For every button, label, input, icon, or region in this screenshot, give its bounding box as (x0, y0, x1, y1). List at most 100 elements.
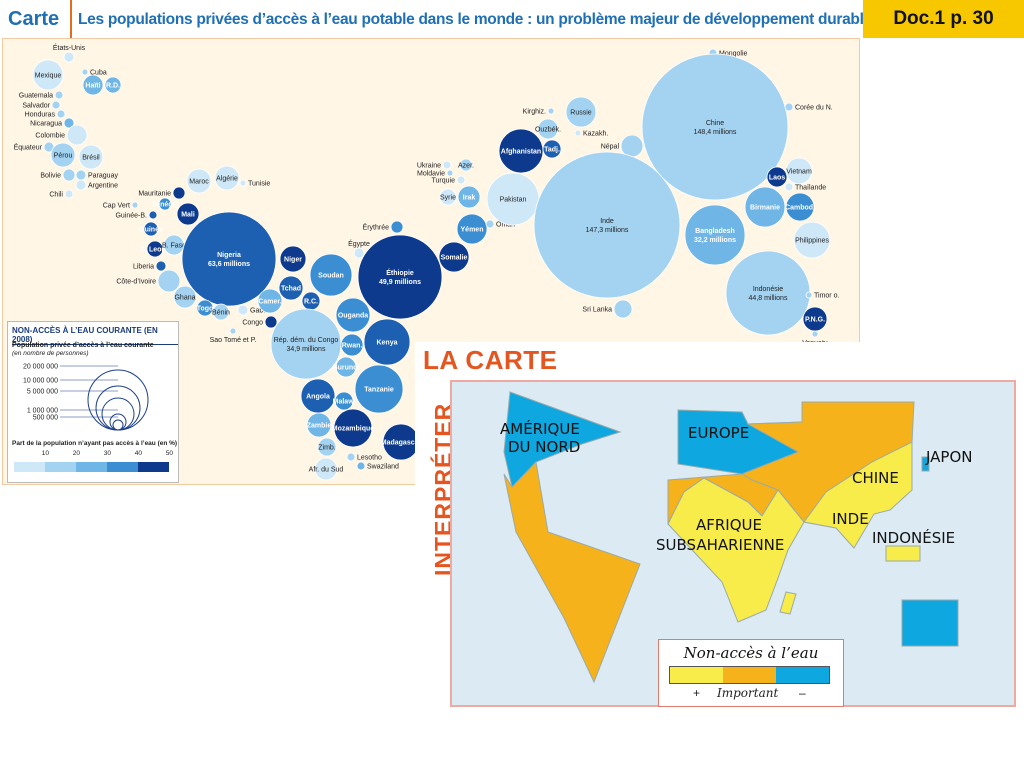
bubble-n-pal-label: Népal (601, 144, 620, 151)
label-amerique: AMÉRIQUE (500, 419, 580, 438)
bubble-irak-label: Irak (463, 195, 476, 202)
bubble-togo (196, 299, 214, 317)
bubble-sao-tom-et-p- (229, 327, 237, 335)
bubble-birmanie (744, 186, 786, 228)
bubble-cap-vert (131, 201, 139, 209)
bubble-sri-lanka (613, 299, 633, 319)
bubble-argentine (75, 179, 87, 191)
bubble-paraguay-label: Paraguay (88, 173, 118, 180)
bubble--tats-unis (63, 51, 75, 63)
bubble-russie (565, 96, 597, 128)
bubble-kenya (363, 318, 411, 366)
bubble-irak (457, 185, 481, 209)
china-region (803, 441, 913, 549)
legend-circle-value-2: 5 000 000 (27, 389, 58, 396)
bubble-camer- (257, 288, 283, 314)
bubble-c-te-d-ivoire (157, 269, 181, 293)
bubble-kazakh--label: Kazakh. (583, 131, 608, 138)
bubble-rwan- (340, 333, 364, 357)
bubble-cap-vert-label: Cap Vert (103, 203, 130, 210)
bubble-ouganda (335, 297, 371, 333)
bubble-camer--label: Camer. (258, 299, 281, 306)
legend-percent-cell-1: 20 (45, 450, 80, 472)
bubble-indon-sie-population: 44,8 millions (749, 295, 788, 302)
label-inde: INDE (832, 510, 869, 528)
bubble-soudan (309, 253, 353, 297)
legend-swatch-blue (776, 667, 829, 683)
document-reference-badge: Doc.1 p. 30 (863, 0, 1024, 38)
bubble-moldavie (446, 169, 454, 177)
bubble-kirghiz--label: Kirghiz. (523, 109, 546, 116)
bubble-maroc (186, 168, 212, 194)
bubble-congo (264, 315, 278, 329)
bubble-s-leone-label: S. Leone (140, 247, 169, 254)
bubble--gypte (353, 247, 365, 259)
bubble-ghana (173, 285, 197, 309)
bubble-cuba-label: Cuba (90, 70, 107, 77)
bubble-ghana-label: Ghana (174, 295, 195, 302)
bubble-birmanie-label: Birmanie (750, 205, 780, 212)
bubble-ouzb-k- (537, 118, 559, 140)
bubble-sao-tom-et-p--label: Sao Tomé et P. (210, 337, 257, 344)
bubble-salvador (51, 100, 61, 110)
bubble-kenya-label: Kenya (376, 340, 397, 347)
bubble-inde-population: 147,3 millions (586, 227, 629, 234)
bubble-zambie (306, 412, 332, 438)
bubble-mauritanie (172, 186, 186, 200)
bubble-zimb- (317, 437, 337, 457)
bubble-swaziland (356, 461, 366, 471)
legend-percent-swatch-4 (138, 462, 169, 472)
bubble-mauritanie-label: Mauritanie (138, 191, 171, 198)
bubble-bangladesh (684, 204, 746, 266)
bubble-niger-label: Niger (284, 257, 302, 264)
bubble-cor-e-du-n--label: Corée du N. (795, 105, 833, 112)
bubble-soudan-label: Soudan (318, 273, 344, 280)
legend-size-unit: (en nombre de personnes) (12, 350, 89, 357)
bubble-paraguay (75, 169, 87, 181)
schematic-legend-title: Non-accès à l’eau (683, 644, 819, 662)
bubble-r-c--label: R.C. (304, 299, 318, 306)
bubble-maroc-label: Maroc (189, 179, 209, 186)
bubble-moldavie-label: Moldavie (417, 171, 445, 178)
legend-percent-swatch-2 (76, 462, 107, 472)
bubble-c-te-d-ivoire-label: Côte-d’Ivoire (116, 279, 156, 286)
bubble-s-leone (146, 240, 164, 258)
bubble-mongolie-label: Mongolie (719, 51, 748, 58)
bubble-chine-population: 148,4 millions (694, 129, 737, 136)
bubble-lesotho (346, 452, 356, 462)
bubble-sri-lanka-label: Sri Lanka (582, 307, 612, 314)
bubble-r-p-d-m-du-congo (270, 308, 342, 380)
bubble-alg-rie-label: Algérie (216, 176, 238, 183)
bubble-liberia (155, 260, 167, 272)
bubble-nicaragua (63, 117, 75, 129)
bubble-malaw--label: Malaw. (333, 399, 356, 406)
bubble-kirghiz- (547, 107, 555, 115)
bubble-nigeria-label: Nigeria (217, 252, 241, 259)
bubble-r-p-d-m-du-congo-label: Rép. dém. du Congo (274, 337, 339, 344)
label-indonesie: INDONÉSIE (872, 528, 955, 547)
bubble-mali-label: Mali (181, 212, 195, 219)
legend-title: Non-accès à l’eau courante (en 2008) (12, 326, 178, 345)
bubble-syrie-label: Syrie (440, 195, 456, 202)
legend-circle-value-0: 20 000 000 (23, 364, 58, 371)
bubble-chine (641, 53, 789, 201)
bubble-zambie-label: Zambie (307, 423, 332, 430)
bubble-zimb--label: Zimb. (318, 445, 336, 452)
bubble-inde-label: Inde (600, 218, 614, 225)
bubble-map-legend: Non-accès à l’eau courante (en 2008) Pop… (7, 321, 179, 483)
bubble-bolivie-label: Bolivie (40, 173, 61, 180)
bubble-alg-rie (214, 165, 240, 191)
bubble-timor-o- (805, 291, 813, 299)
bubble-turquie-label: Turquie (432, 178, 456, 185)
bubble-chine-label: Chine (706, 120, 724, 127)
schematic-map-legend: Non-accès à l’eau + Important – (658, 639, 844, 707)
bubble-guatemala-label: Guatemala (19, 93, 53, 100)
legend-percent-tick-4: 50 (165, 450, 173, 457)
bubble-vietnam-label: Vietnam (786, 169, 812, 176)
legend-percent-cell-0: 10 (14, 450, 49, 472)
label-chine: CHINE (852, 469, 899, 487)
legend-percent-swatch-3 (107, 462, 138, 472)
